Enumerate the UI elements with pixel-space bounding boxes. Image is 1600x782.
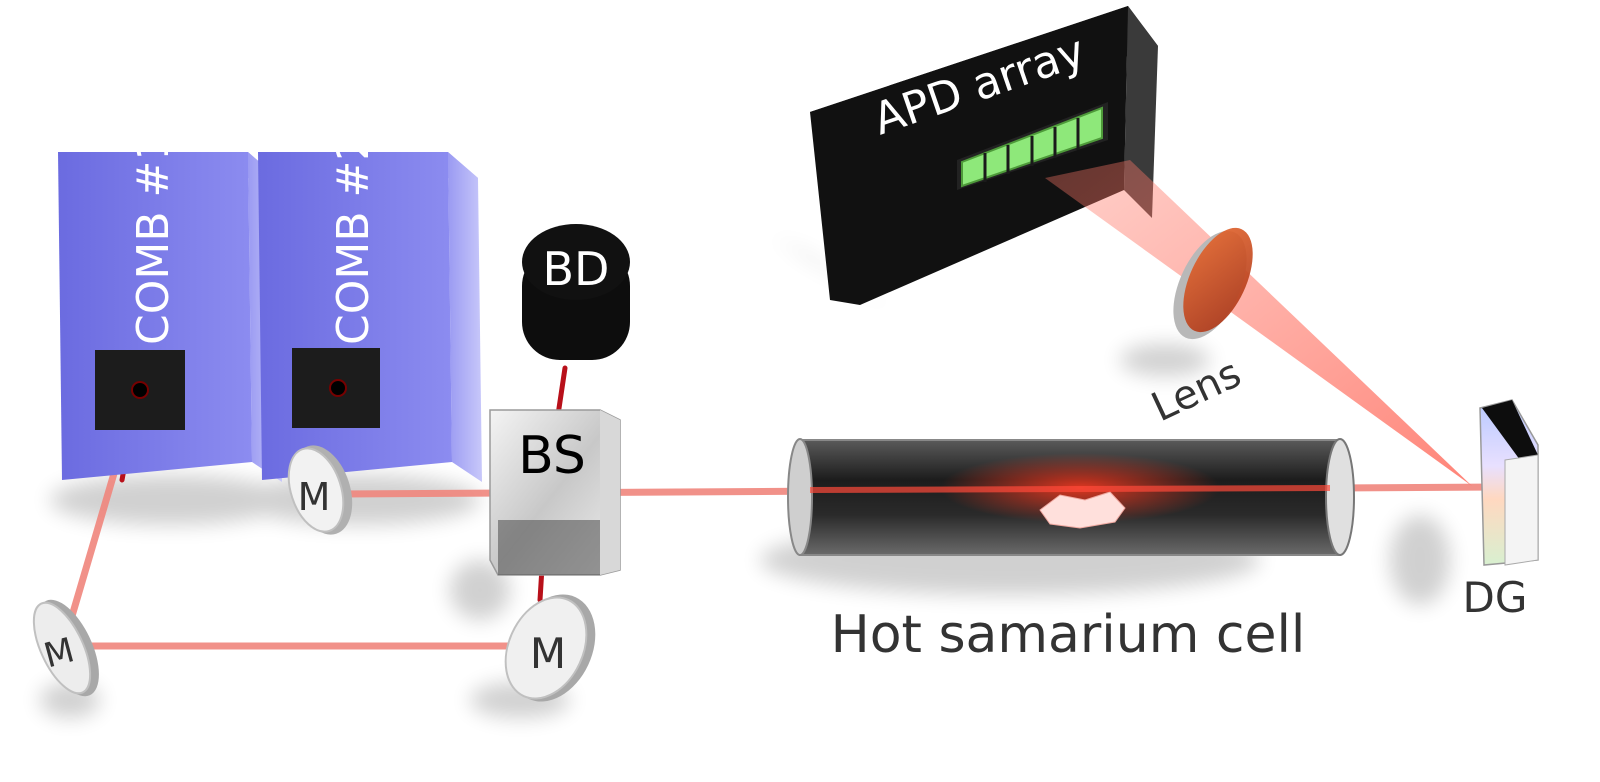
diffraction-grating: DG	[1463, 399, 1539, 622]
comb-1-box: COMB #1	[58, 133, 282, 482]
apd-array-box: APD array	[810, 6, 1158, 305]
comb-1-label: COMB #1	[128, 133, 179, 345]
grating-label: DG	[1463, 573, 1528, 622]
mirror-label: M	[298, 475, 331, 519]
beam-dump-label: BD	[543, 242, 610, 296]
mirror-bottom-left: M	[32, 599, 99, 697]
mirror-label: M	[530, 629, 566, 678]
samarium-cell: Hot samarium cell	[787, 438, 1355, 665]
beam-splitter: BS	[489, 409, 621, 576]
beam-splitter-label: BS	[518, 426, 586, 486]
mirror-comb2: M	[287, 445, 353, 535]
comb-2-box: COMB #2	[258, 133, 482, 482]
samarium-cell-label: Hot samarium cell	[831, 605, 1306, 665]
comb-2-label: COMB #2	[328, 133, 379, 345]
mirror-bottom-center: M	[504, 594, 596, 702]
diffracted-light-cone	[1045, 160, 1472, 486]
beam-dump: BD	[522, 224, 630, 360]
